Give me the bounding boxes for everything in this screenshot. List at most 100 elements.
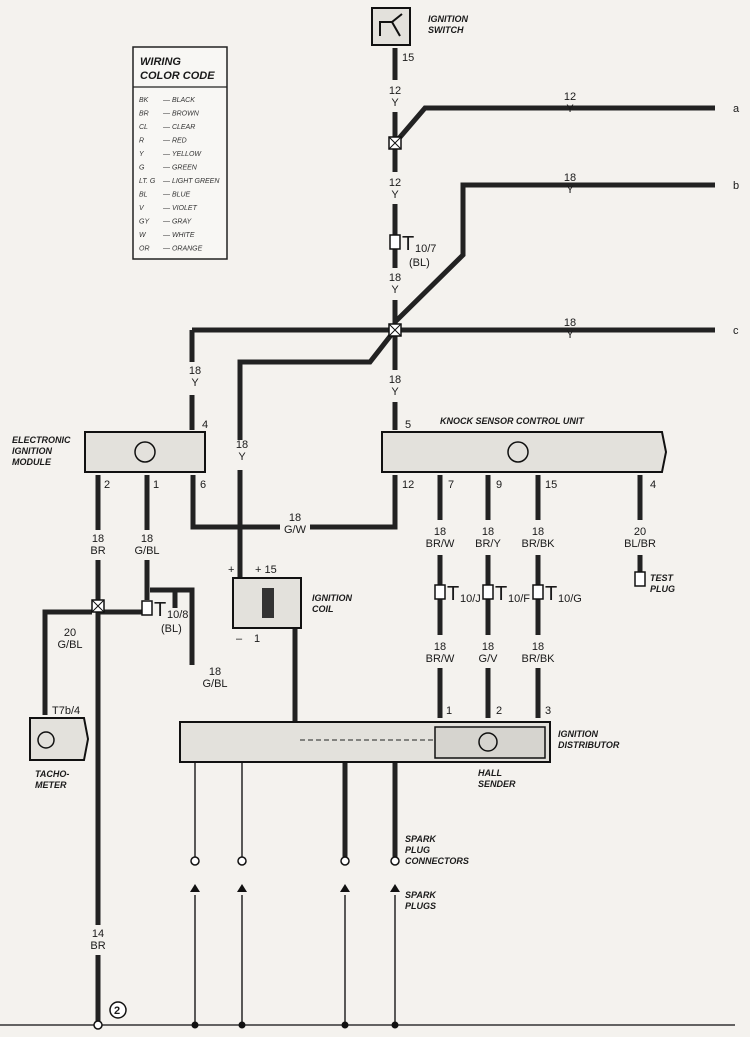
- legend-code: CL: [139, 124, 148, 131]
- hall-sender-label: HALL: [478, 768, 502, 778]
- splice-icon: [388, 136, 402, 150]
- spark-plug-connector-icon: [237, 856, 247, 866]
- wire-color: Y: [191, 377, 199, 389]
- wire-color: G/W: [284, 524, 307, 536]
- hall-sender-label: SENDER: [478, 779, 516, 789]
- wires: [0, 48, 735, 1026]
- terminal-label: 12: [402, 479, 414, 491]
- legend-code: BK: [139, 97, 149, 104]
- legend-code: GY: [139, 219, 150, 226]
- wire-gauge: 18: [92, 533, 104, 545]
- spark-plugs-label: SPARK: [405, 890, 437, 900]
- ground-dot: [238, 1021, 246, 1029]
- wire-gauge: 18: [289, 512, 301, 524]
- ignition-coil: + + 15 – 1 IGNITION COIL: [228, 564, 352, 645]
- terminal-label: 4: [202, 419, 208, 431]
- wire-gauge: 20: [64, 627, 76, 639]
- legend-code: W: [139, 232, 147, 239]
- wire-gauge: 18: [434, 526, 446, 538]
- wire-gauge: 18: [482, 641, 494, 653]
- wire-color: BR: [90, 940, 105, 952]
- connector-number: 10/7: [415, 243, 436, 255]
- wire-color: BR/BK: [521, 538, 555, 550]
- spark-plug-connectors-label: PLUG: [405, 845, 430, 855]
- terminal-b: b: [733, 180, 739, 192]
- terminal-label: 1: [446, 705, 452, 717]
- wire-color: Y: [566, 103, 574, 115]
- wire-color: BR/BK: [521, 653, 555, 665]
- wire-color: BR/W: [426, 538, 455, 550]
- legend-code: Y: [139, 151, 145, 158]
- connector-number: 10/G: [558, 593, 582, 605]
- wire-color: Y: [391, 189, 399, 201]
- splice-icon: [388, 323, 402, 337]
- spark-plug-icon: [390, 884, 400, 892]
- spark-plug-connector-icon: [340, 856, 350, 866]
- distributor-label: DISTRIBUTOR: [558, 740, 620, 750]
- wire-gauge: 18: [564, 172, 576, 184]
- electronic-ignition-module: ELECTRONIC IGNITION MODULE 4 2 1 6: [12, 419, 208, 491]
- spark-plugs: [190, 856, 400, 1029]
- legend-title: WIRING: [140, 56, 181, 68]
- wire-color: BR/W: [426, 653, 455, 665]
- legend-color-name: — BROWN: [162, 111, 200, 118]
- test-plug-label: PLUG: [650, 584, 675, 594]
- wire-color: G/BL: [202, 678, 227, 690]
- legend-color-name: — BLACK: [162, 97, 195, 104]
- terminal-c: c: [733, 325, 739, 337]
- wire-gauge: 18: [236, 439, 248, 451]
- terminal-label: 4: [650, 479, 656, 491]
- wire-gauge: 18: [141, 533, 153, 545]
- wire-color: BR: [90, 545, 105, 557]
- wire-gauge: 18: [189, 365, 201, 377]
- wire-color: G/BL: [134, 545, 159, 557]
- legend-color-name: — GRAY: [162, 219, 193, 226]
- wire-color: BR/Y: [475, 538, 501, 550]
- connector-icon: [141, 600, 153, 616]
- spark-plug-icon: [190, 884, 200, 892]
- spark-plug-connector-icon: [390, 856, 400, 866]
- spark-plug-icon: [237, 884, 247, 892]
- tachometer: T7b/4 TACHO- METER: [29, 705, 90, 790]
- legend-code: V: [139, 205, 145, 212]
- terminal-label: 9: [496, 479, 502, 491]
- wire-gauge: 12: [389, 85, 401, 97]
- knock-sensor-label: KNOCK SENSOR CONTROL UNIT: [440, 416, 585, 426]
- ignition-switch-label: SWITCH: [428, 25, 464, 35]
- legend-code: BR: [139, 111, 149, 118]
- ground-point: 2: [93, 1001, 127, 1030]
- legend-color-name: — VIOLET: [162, 205, 198, 212]
- splices: [91, 136, 402, 613]
- legend-color-name: — CLEAR: [162, 124, 195, 131]
- wire-gauge: 18: [209, 666, 221, 678]
- splice-icon: [91, 599, 105, 613]
- terminal-label: 6: [200, 479, 206, 491]
- wire-color: Y: [391, 97, 399, 109]
- wire-color: G/V: [479, 653, 499, 665]
- wire-gauge: 18: [389, 272, 401, 284]
- wire-gauge: 14: [92, 928, 104, 940]
- terminal-label: 2: [104, 479, 110, 491]
- connector-icon: [482, 584, 494, 600]
- terminal-label: 1: [153, 479, 159, 491]
- spark-plug-connectors-label: SPARK: [405, 834, 437, 844]
- spark-plug-icon: [340, 884, 350, 892]
- connector-label: T: [154, 599, 166, 621]
- wire-gauge: 18: [389, 374, 401, 386]
- wire-gauge: 18: [532, 526, 544, 538]
- legend-code: BL: [139, 192, 148, 199]
- module-label: MODULE: [12, 457, 52, 467]
- wire-gauge: 18: [564, 317, 576, 329]
- terminal-label: T7b/4: [52, 705, 80, 717]
- terminal-label: + 15: [255, 564, 277, 576]
- connector-label: T: [402, 233, 414, 255]
- connector-number: 10/8: [167, 609, 188, 621]
- terminal-label: 3: [545, 705, 551, 717]
- connector-icon: [434, 584, 446, 600]
- connector-label: T: [447, 583, 459, 605]
- wire-color: G/BL: [57, 639, 82, 651]
- wire-gauge: 20: [634, 526, 646, 538]
